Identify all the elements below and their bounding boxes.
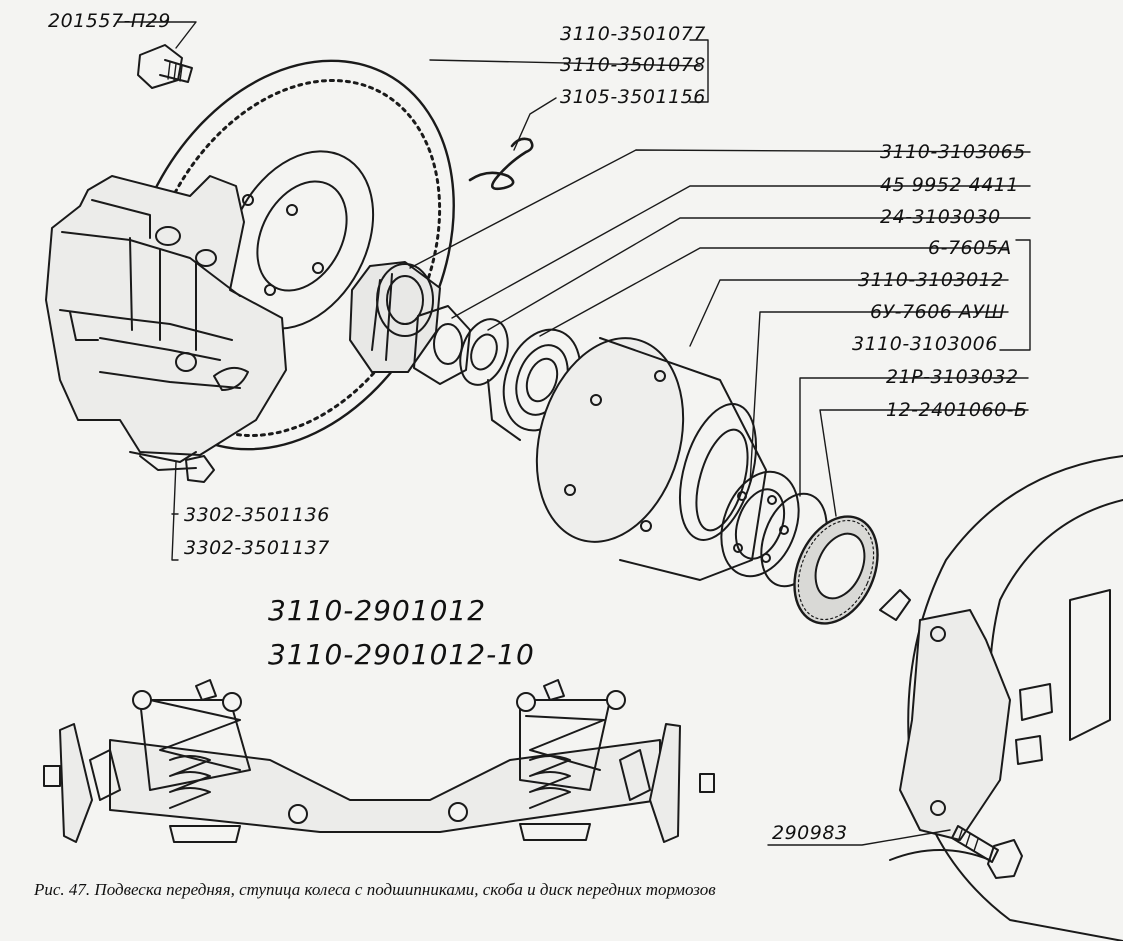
label-3105-3501156: 3105-3501156 xyxy=(560,86,706,108)
label-3110-3103012: 3110-3103012 xyxy=(858,269,1004,291)
bolt-201557 xyxy=(137,44,193,89)
label-3110-3103006: 3110-3103006 xyxy=(852,333,998,355)
assembly-number-variant: 3110-2901012-10 xyxy=(268,638,535,671)
label-21R-3103032: 21Р-3103032 xyxy=(886,366,1019,388)
nut-washer xyxy=(413,305,471,385)
spring-clip xyxy=(468,137,534,191)
assembly-number-primary: 3110-2901012 xyxy=(268,594,487,627)
hub-nut xyxy=(349,261,441,373)
label-201557: 201557-П29 xyxy=(48,10,171,32)
label-3110-3501077: 3110-3501077 xyxy=(560,23,706,45)
suspension-assembly xyxy=(43,679,715,843)
brake-caliper xyxy=(45,175,287,483)
steering-knuckle xyxy=(879,455,1123,941)
label-12-2401060-B: 12-2401060-Б xyxy=(886,399,1028,421)
label-24-3103030: 24-3103030 xyxy=(880,206,1001,228)
label-3302-3501136: 3302-3501136 xyxy=(184,504,330,526)
label-3110-3103065: 3110-3103065 xyxy=(880,141,1026,163)
leader-lines xyxy=(117,21,1031,846)
label-290983: 290983 xyxy=(772,822,848,844)
label-3302-3501137: 3302-3501137 xyxy=(184,537,330,559)
label-6-7605A: 6-7605А xyxy=(928,237,1012,259)
oil-seal xyxy=(793,515,879,625)
wheel-hub xyxy=(535,337,767,581)
lock-washer xyxy=(459,318,509,386)
label-45-9952-4411: 45 9952 4411 xyxy=(880,174,1019,196)
bolt-290983 xyxy=(951,825,1023,879)
figure-caption: Рис. 47. Подвеска передняя, ступица коле… xyxy=(34,880,716,899)
label-3110-3501078: 3110-3501078 xyxy=(560,54,706,76)
label-6U-7606: 6У-7606 АУШ xyxy=(870,301,1006,323)
inner-bearing xyxy=(720,470,800,578)
